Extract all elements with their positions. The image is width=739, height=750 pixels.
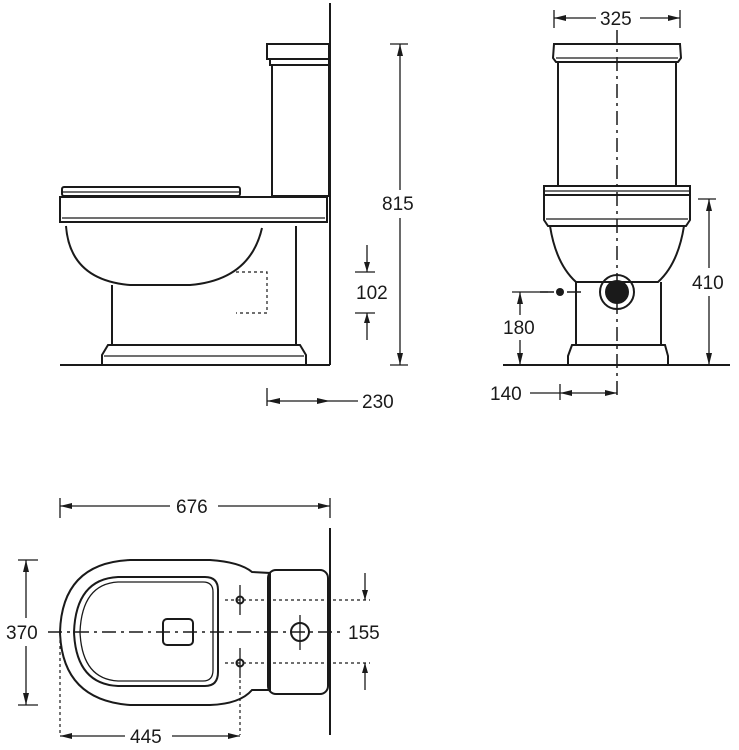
dim-wall-offset: 230 bbox=[362, 392, 394, 413]
dim-total-depth: 676 bbox=[176, 497, 208, 518]
plan-view: 676 370 155 445 bbox=[6, 497, 380, 748]
dim-inlet-height: 180 bbox=[503, 318, 535, 339]
dim-cistern-width: 325 bbox=[600, 9, 632, 30]
side-view: 815 102 230 bbox=[59, 3, 414, 413]
dim-width: 370 bbox=[6, 623, 38, 644]
front-view: 325 410 180 140 bbox=[490, 9, 730, 405]
dim-outlet-height: 102 bbox=[356, 283, 388, 304]
dim-fixing-spacing: 155 bbox=[348, 623, 380, 644]
dim-total-height: 815 bbox=[382, 194, 414, 215]
dim-inlet-offset: 140 bbox=[490, 384, 522, 405]
dim-fixing-distance: 445 bbox=[130, 727, 162, 748]
dim-seat-height: 410 bbox=[692, 273, 724, 294]
